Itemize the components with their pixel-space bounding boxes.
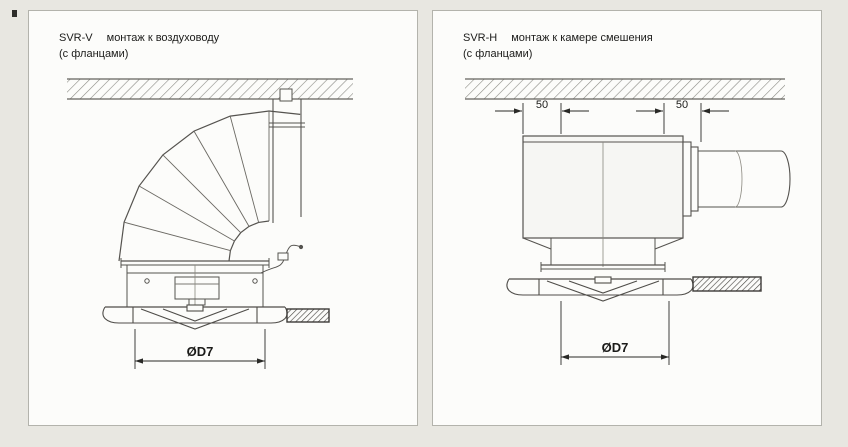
ceiling-hatch-band (465, 78, 785, 100)
ceiling-cut-hatch (692, 276, 762, 292)
duct-flange (682, 141, 692, 217)
dim-diameter-label: ØD7 (187, 344, 214, 359)
elbow-gore-seams (123, 111, 270, 252)
panel-svr-v: SVR-V монтаж к воздуховоду (с фланцами) (28, 10, 418, 426)
subtitle-text: (с фланцами) (59, 47, 129, 60)
duct-end (780, 150, 791, 208)
title-text: монтаж к камере смешения (511, 32, 653, 44)
diffuser-cone (140, 308, 250, 330)
svr-v-drawing: ØD7 (67, 78, 353, 369)
model-code: SVR-V (59, 32, 93, 44)
title-text: монтаж к воздуховоду (106, 32, 220, 44)
ceiling-hatch-band (67, 78, 353, 100)
panel-svr-v-title: SVR-V монтаж к воздуховоду (с фланцами) (59, 31, 219, 63)
dimension-diameter: ØD7 (134, 329, 266, 369)
ceiling-diffuser (506, 276, 694, 302)
diffuser-cone (546, 280, 660, 302)
duct-elbow (118, 110, 301, 262)
page-artifact-speck (12, 10, 17, 17)
model-code: SVR-H (463, 32, 498, 44)
side-duct (682, 141, 791, 217)
dim-offset-left-label: 50 (536, 99, 548, 111)
dim-offset-right-label: 50 (676, 99, 688, 111)
vertical-duct (269, 88, 305, 223)
fan-unit (120, 244, 304, 308)
panel-svr-h: SVR-H монтаж к камере смешения (с фланцам… (432, 10, 822, 426)
title-line: SVR-V монтаж к воздуховоду (59, 31, 219, 47)
dimension-offset-left: 50 (495, 99, 589, 134)
panel-svr-h-title: SVR-H монтаж к камере смешения (с фланцам… (463, 31, 653, 63)
mixing-chamber (522, 135, 684, 267)
subtitle-text: (с фланцами) (463, 47, 533, 60)
diffuser-neck (522, 237, 684, 272)
dim-diameter-label: ØD7 (602, 340, 629, 355)
svr-h-drawing: 50 50 (465, 78, 791, 365)
ceiling-diffuser (102, 304, 288, 330)
dimension-offset-right: 50 (636, 99, 729, 142)
dimension-diameter: ØD7 (560, 301, 670, 365)
title-line: SVR-H монтаж к камере смешения (463, 31, 653, 47)
ceiling-cut-hatch (286, 308, 330, 323)
